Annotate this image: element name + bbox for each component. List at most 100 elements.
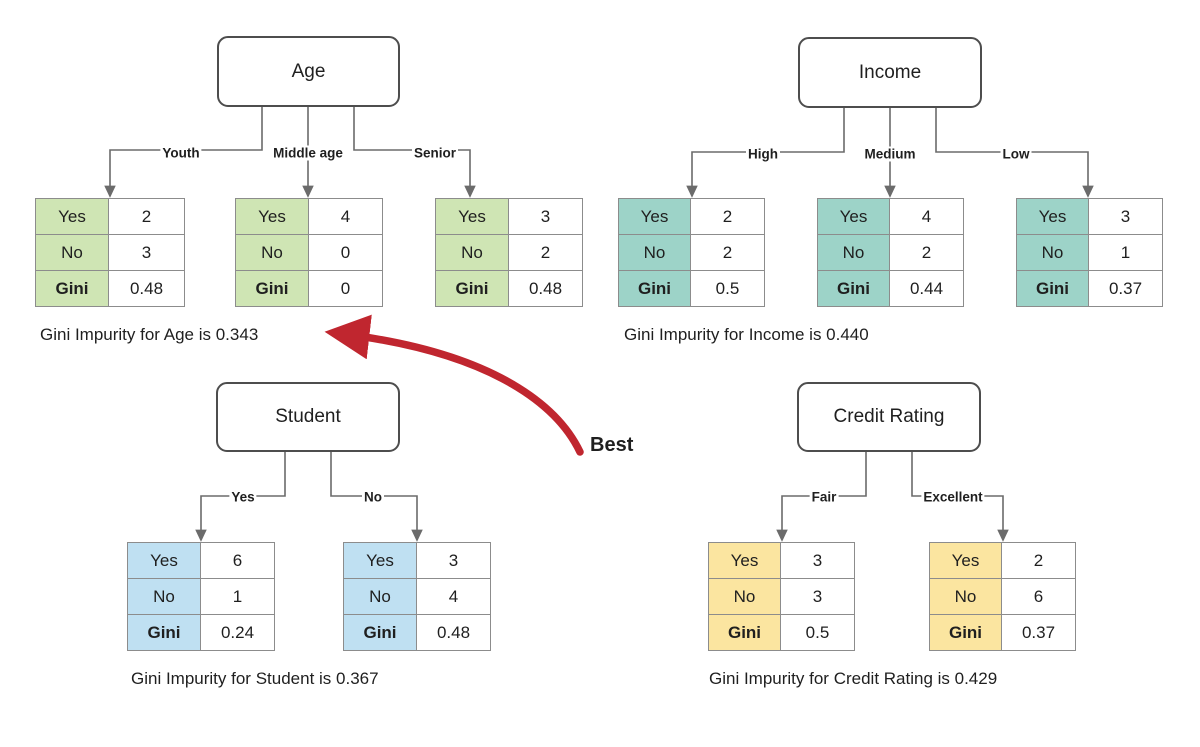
cell-value-gini: 0.37 [1001,614,1076,651]
edge-label-age-2: Senior [411,145,459,161]
node-income-label: Income [858,61,922,83]
table-row: Yes 3 [435,198,583,235]
caption-income: Gini Impurity for Income is 0.440 [624,325,869,344]
cell-value-gini: 0.48 [508,270,583,307]
table-row: No 1 [127,578,275,615]
node-income[interactable]: Income [798,37,982,108]
cell-label-gini: Gini [929,614,1002,651]
cell-value-yes: 3 [1088,198,1163,235]
table-row: Yes 6 [127,542,275,579]
cell-value-gini: 0.44 [889,270,964,307]
cell-label-yes: Yes [127,542,201,579]
node-credit-rating[interactable]: Credit Rating [797,382,981,452]
table-age-senior: Yes 3 No 2 Gini 0.48 [435,198,583,307]
table-row: No 2 [435,234,583,271]
node-credit-rating-label: Credit Rating [833,406,945,427]
cell-label-gini: Gini [127,614,201,651]
table-row: Gini 0.5 [618,270,765,307]
cell-value-gini: 0.48 [108,270,185,307]
table-row: Gini 0 [235,270,383,307]
table-row: Yes 3 [708,542,855,579]
cell-value-yes: 3 [416,542,491,579]
cell-label-no: No [235,234,309,271]
cell-value-gini: 0.37 [1088,270,1163,307]
cell-value-yes: 2 [108,198,185,235]
cell-value-no: 2 [889,234,964,271]
cell-label-no: No [708,578,781,615]
table-row: Yes 4 [817,198,964,235]
cell-label-yes: Yes [708,542,781,579]
cell-label-yes: Yes [35,198,109,235]
table-student-no: Yes 3 No 4 Gini 0.48 [343,542,491,651]
table-row: No 0 [235,234,383,271]
table-row: No 3 [708,578,855,615]
cell-value-gini: 0.5 [780,614,855,651]
cell-label-no: No [618,234,691,271]
cell-label-gini: Gini [35,270,109,307]
cell-label-yes: Yes [435,198,509,235]
cell-label-gini: Gini [1016,270,1089,307]
table-row: Yes 2 [929,542,1076,579]
edge-label-income-0: High [746,146,780,162]
table-row: Yes 3 [343,542,491,579]
caption-age: Gini Impurity for Age is 0.343 [40,325,259,344]
cell-value-no: 2 [690,234,765,271]
table-row: No 2 [618,234,765,271]
table-row: No 2 [817,234,964,271]
cell-label-yes: Yes [235,198,309,235]
edge-label-student-0: Yes [229,489,257,505]
cell-label-gini: Gini [435,270,509,307]
cell-label-yes: Yes [817,198,890,235]
table-row: Gini 0.48 [435,270,583,307]
cell-label-yes: Yes [1016,198,1089,235]
table-row: Yes 3 [1016,198,1163,235]
table-row: Gini 0.48 [35,270,185,307]
edge-label-age-0: Youth [160,145,202,161]
node-student[interactable]: Student [216,382,400,452]
node-age[interactable]: Age [217,36,400,107]
cell-value-yes: 3 [780,542,855,579]
cell-value-yes: 4 [889,198,964,235]
caption-student: Gini Impurity for Student is 0.367 [131,669,379,688]
cell-value-no: 0 [308,234,383,271]
cell-label-yes: Yes [343,542,417,579]
cell-label-gini: Gini [235,270,309,307]
edge-label-credit-1: Excellent [921,489,985,505]
cell-label-no: No [127,578,201,615]
table-row: Yes 2 [35,198,185,235]
cell-value-yes: 4 [308,198,383,235]
table-row: Gini 0.44 [817,270,964,307]
cell-value-no: 2 [508,234,583,271]
table-row: Yes 4 [235,198,383,235]
cell-value-gini: 0 [308,270,383,307]
cell-value-yes: 2 [1001,542,1076,579]
best-label: Best [590,434,634,456]
table-income-low: Yes 3 No 1 Gini 0.37 [1016,198,1163,307]
cell-label-no: No [929,578,1002,615]
table-row: Gini 0.37 [1016,270,1163,307]
cell-value-gini: 0.48 [416,614,491,651]
cell-value-yes: 2 [690,198,765,235]
cell-value-yes: 6 [200,542,275,579]
caption-credit-rating: Gini Impurity for Credit Rating is 0.429 [709,669,998,688]
edge-label-age-1: Middle age [271,145,345,161]
cell-label-no: No [1016,234,1089,271]
table-credit-fair: Yes 3 No 3 Gini 0.5 [708,542,855,651]
edge-label-student-1: No [362,489,384,505]
cell-label-yes: Yes [618,198,691,235]
table-row: No 6 [929,578,1076,615]
cell-label-gini: Gini [343,614,417,651]
cell-label-no: No [343,578,417,615]
table-age-middle: Yes 4 No 0 Gini 0 [235,198,383,307]
table-row: Gini 0.5 [708,614,855,651]
cell-label-no: No [817,234,890,271]
cell-value-gini: 0.24 [200,614,275,651]
cell-label-gini: Gini [817,270,890,307]
cell-value-no: 6 [1001,578,1076,615]
table-row: No 1 [1016,234,1163,271]
cell-value-no: 4 [416,578,491,615]
node-student-label: Student [275,406,341,427]
table-row: No 3 [35,234,185,271]
cell-value-no: 1 [200,578,275,615]
